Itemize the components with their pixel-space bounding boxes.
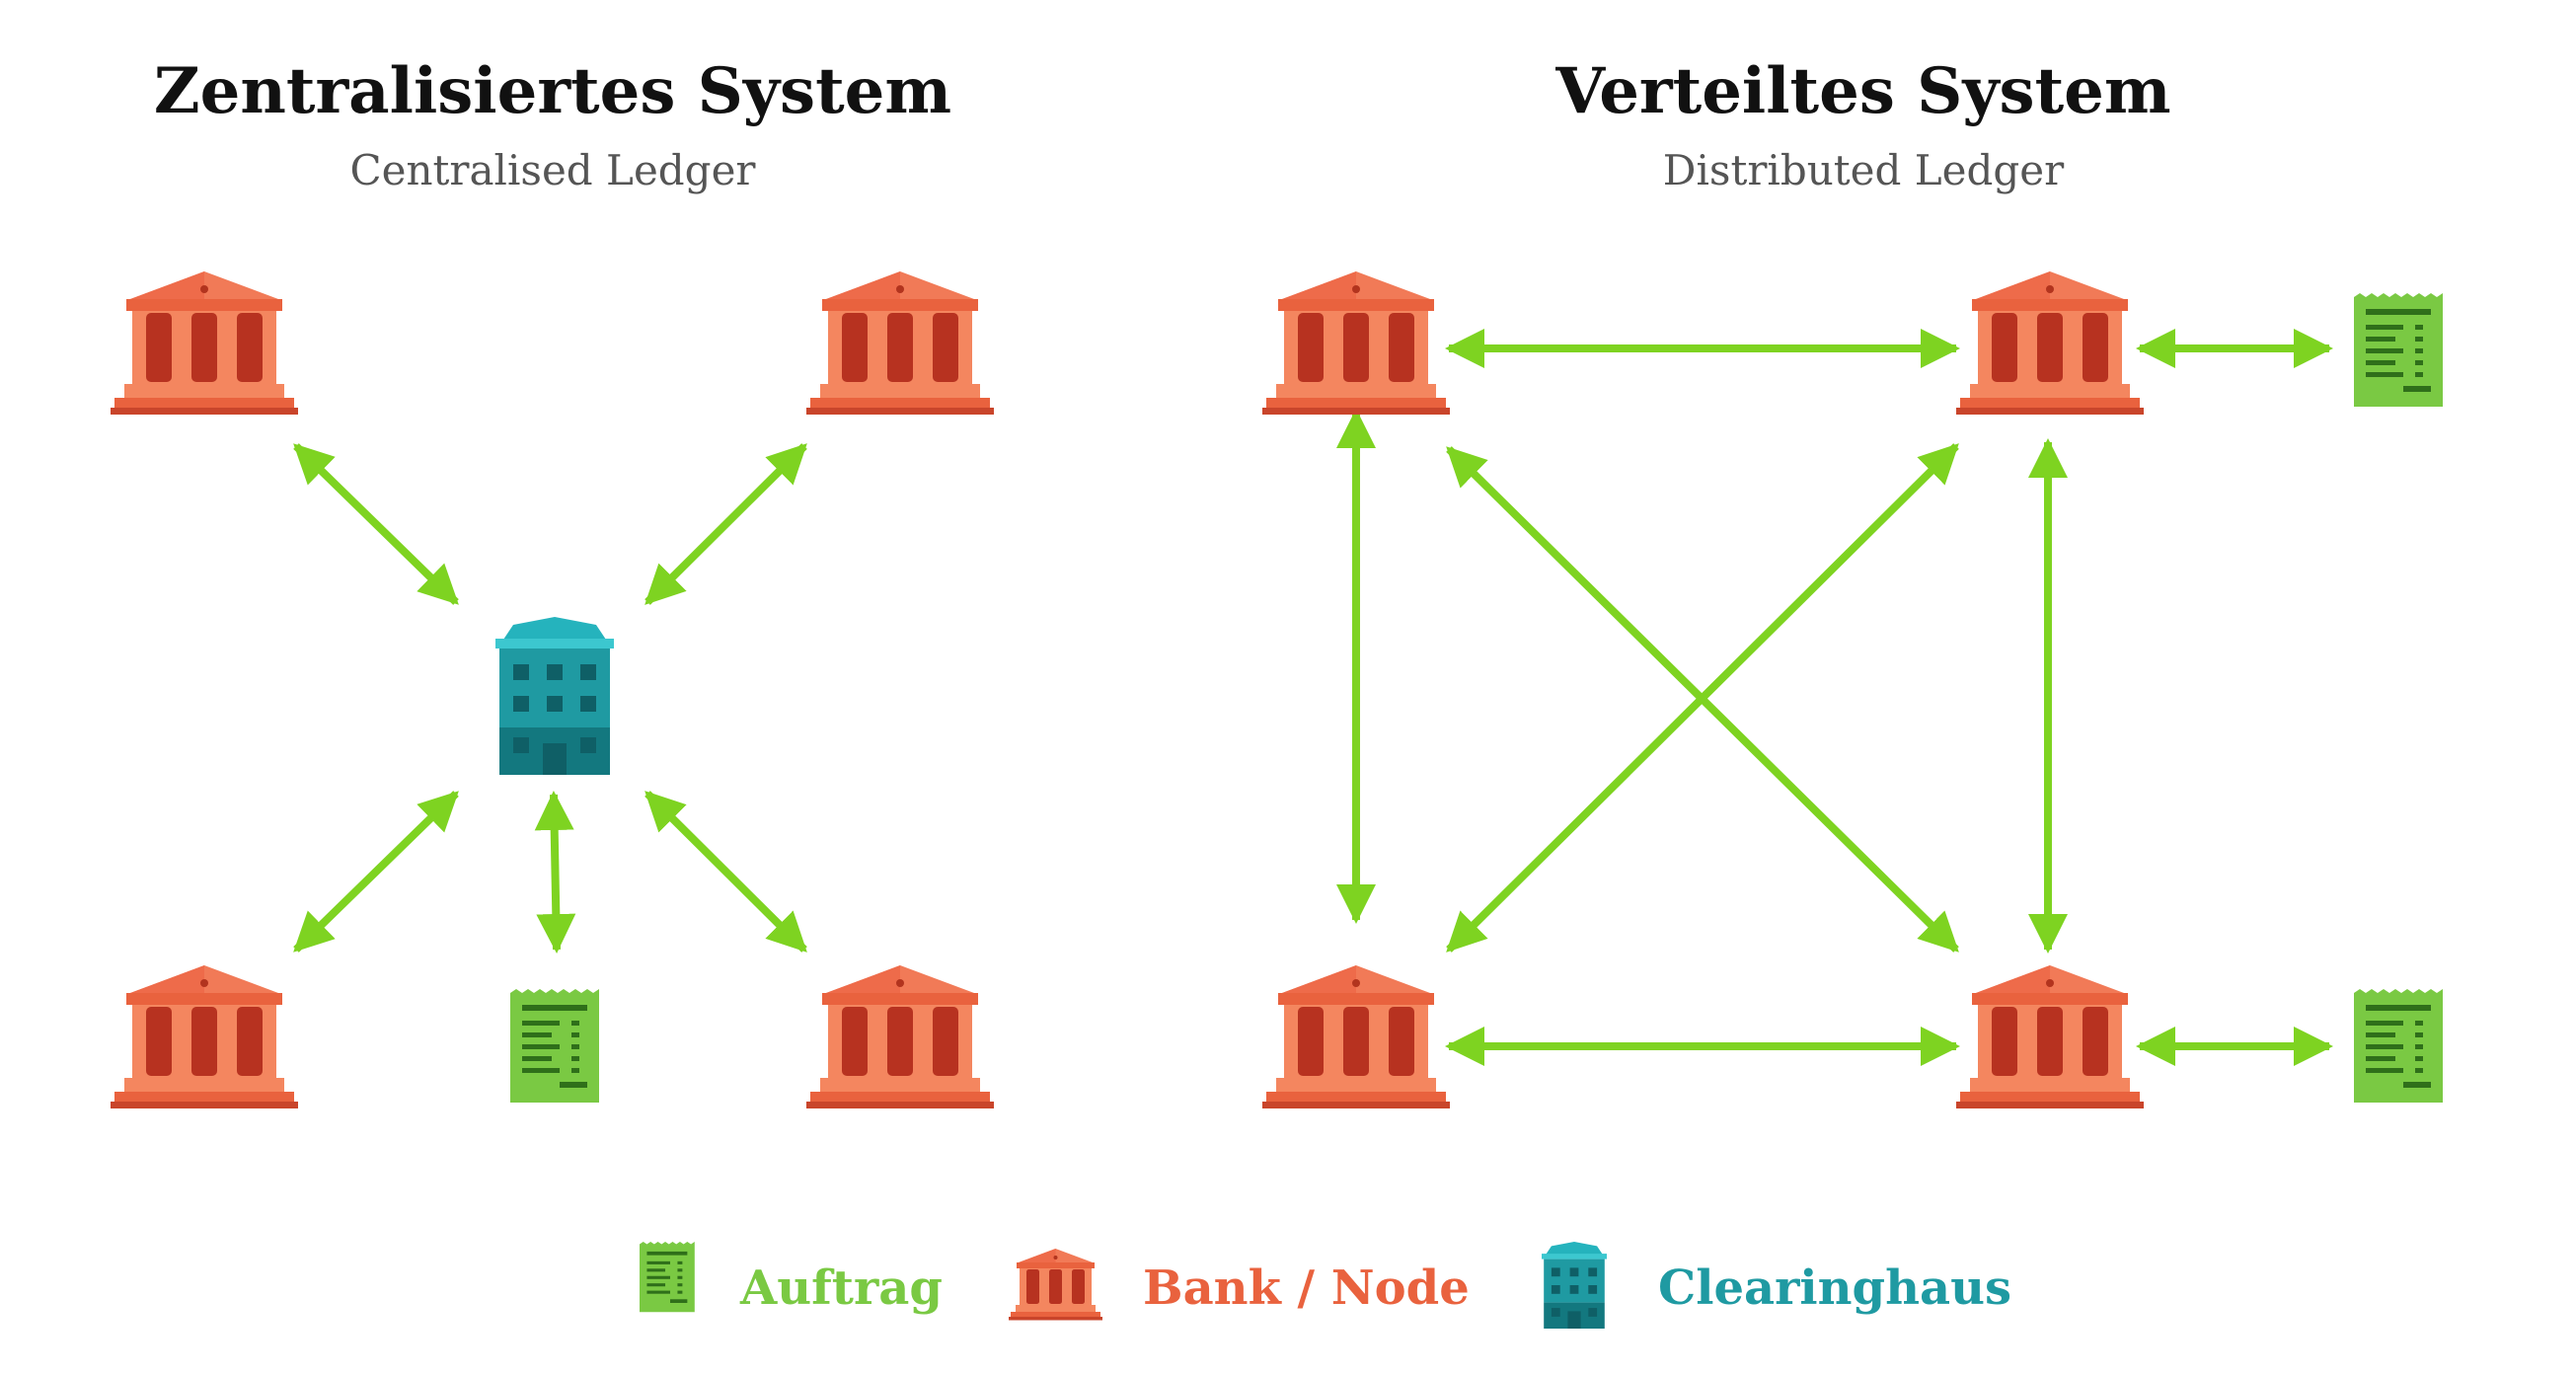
left-subtitle: Centralised Ledger [349, 146, 756, 194]
arrow-order-to-center [534, 791, 576, 954]
arrow-top-right-to-center [644, 443, 807, 605]
arrow-diagonal-up [1446, 443, 1959, 953]
order-document-icon [510, 989, 599, 1103]
distributed-arrows [1336, 329, 2333, 1066]
arrow-bottom-right-to-center [644, 791, 807, 953]
legend-bank-icon [1009, 1249, 1102, 1321]
right-subtitle: Distributed Ledger [1662, 146, 2065, 194]
arrow-top-left-to-center [293, 443, 459, 605]
bank-icon [1262, 271, 1450, 415]
legend-label-bank: Bank / Node [1143, 1260, 1470, 1316]
centralized-arrows [293, 443, 807, 954]
left-title: Zentralisiertes System [153, 54, 952, 128]
bank-icon [1956, 965, 2144, 1108]
legend-label-order: Auftrag [740, 1260, 943, 1316]
legend-clearing-icon [1542, 1242, 1607, 1329]
bank-icon [111, 965, 298, 1108]
order-document-icon [2354, 989, 2443, 1103]
bank-icon [111, 271, 298, 415]
clearing-house-icon [495, 617, 614, 775]
order-document-icon [2354, 293, 2443, 407]
legend-label-clearing: Clearinghaus [1658, 1260, 2011, 1316]
bank-icon [806, 965, 994, 1108]
bank-icon [1262, 965, 1450, 1108]
bank-icon [1956, 271, 2144, 415]
arrow-bottom-left-to-center [293, 791, 459, 953]
legend-order-icon [640, 1242, 695, 1313]
right-title: Verteiltes System [1555, 54, 2171, 128]
bank-icon [806, 271, 994, 415]
